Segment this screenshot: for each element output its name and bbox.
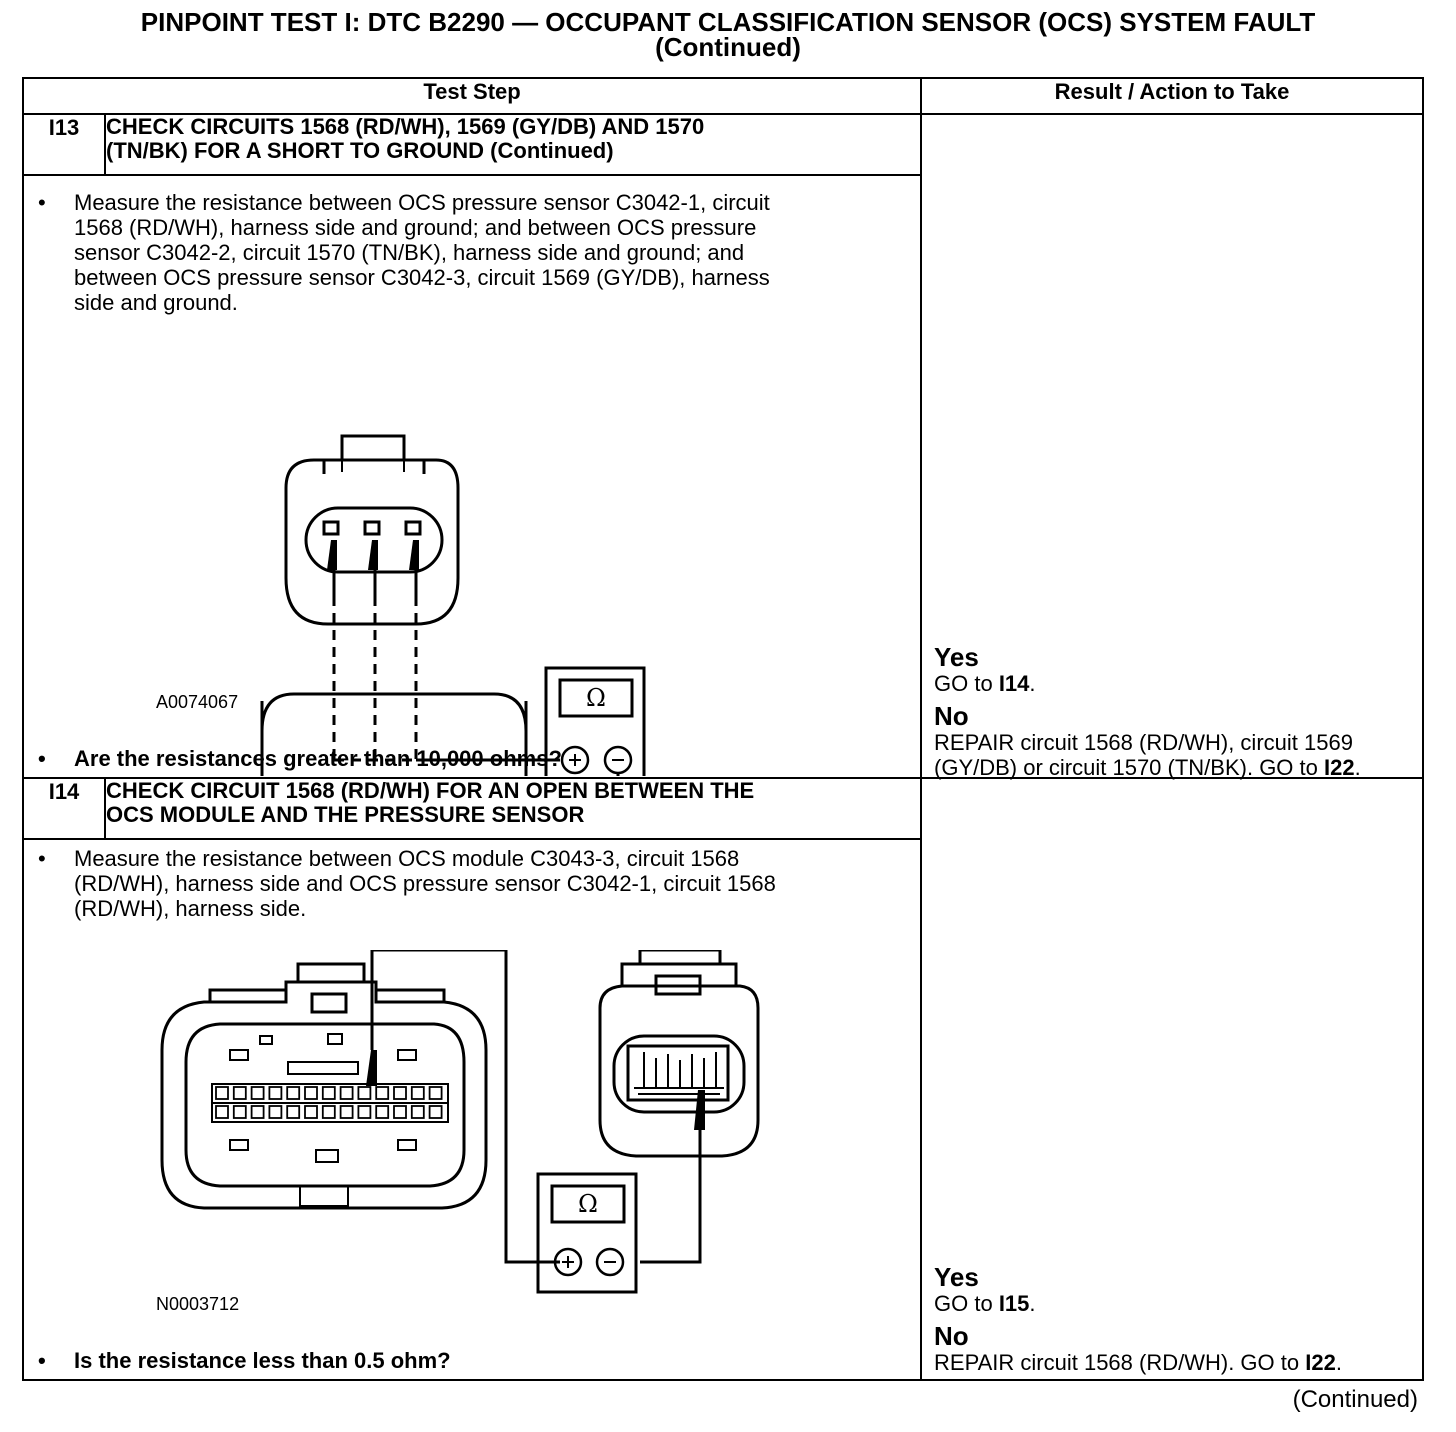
result-block: Yes GO to I14. No REPAIR circuit 1568 (R… bbox=[934, 643, 1414, 780]
title-line-2: (Continued) bbox=[655, 32, 801, 62]
instruction-list: •Measure the resistance between OCS pres… bbox=[24, 190, 804, 315]
connector-diagram-n0003712: Ω bbox=[160, 949, 760, 1294]
question-list: •Are the resistances greater than 10,000… bbox=[24, 746, 562, 771]
pinpoint-test-table: Test Step Result / Action to Take I13 CH… bbox=[21, 76, 1425, 1382]
continued-note: (Continued) bbox=[1292, 1386, 1418, 1413]
page-title: PINPOINT TEST I: DTC B2290 — OCCUPANT CL… bbox=[0, 7, 1456, 62]
connector-pin bbox=[304, 1085, 318, 1100]
instruction-item: •Measure the resistance between OCS modu… bbox=[38, 845, 776, 921]
connector-pin bbox=[375, 1085, 390, 1100]
connector-pin bbox=[357, 1104, 372, 1119]
question-item: •Are the resistances greater than 10,000… bbox=[38, 746, 562, 772]
connector-pin bbox=[321, 1085, 336, 1100]
question-list: •Is the resistance less than 0.5 ohm? bbox=[24, 1348, 451, 1373]
yes-text: GO to I15. bbox=[934, 1290, 1036, 1316]
step-number: I14 bbox=[22, 776, 106, 840]
instruction-list: •Measure the resistance between OCS modu… bbox=[24, 846, 784, 921]
connector-pin bbox=[268, 1085, 283, 1100]
step-heading-line: CHECK CIRCUITS 1568 (RD/WH), 1569 (GY/DB… bbox=[106, 114, 705, 140]
step-number: I13 bbox=[22, 113, 106, 177]
no-text: REPAIR circuit 1568 (RD/WH), circuit 156… bbox=[934, 730, 1361, 781]
step-i13-body-row: •Measure the resistance between OCS pres… bbox=[21, 174, 1423, 779]
ohm-symbol: Ω bbox=[586, 684, 606, 712]
connector-pin bbox=[250, 1085, 265, 1100]
question-item: •Is the resistance less than 0.5 ohm? bbox=[38, 1347, 451, 1373]
connector-pin bbox=[339, 1085, 354, 1100]
title-line-1: PINPOINT TEST I: DTC B2290 — OCCUPANT CL… bbox=[140, 7, 1316, 37]
instruction-item: •Measure the resistance between OCS pres… bbox=[38, 190, 770, 316]
connector-pin bbox=[357, 1085, 372, 1100]
yes-label: Yes bbox=[934, 642, 979, 673]
header-test-step: Test Step bbox=[21, 76, 923, 116]
figure-id: A0074067 bbox=[156, 692, 239, 713]
connector-pin bbox=[321, 1104, 336, 1119]
step-heading-line: OCS MODULE AND THE PRESSURE SENSOR bbox=[106, 801, 585, 827]
connector-pin bbox=[375, 1104, 390, 1119]
no-label: No bbox=[934, 1320, 969, 1351]
ohm-symbol: Ω bbox=[578, 1190, 598, 1218]
step-heading-line: CHECK CIRCUIT 1568 (RD/WH) FOR AN OPEN B… bbox=[106, 777, 755, 803]
connector-pin bbox=[428, 1104, 443, 1119]
no-text: REPAIR circuit 1568 (RD/WH). GO to I22. bbox=[934, 1349, 1342, 1375]
step-i13-body: •Measure the resistance between OCS pres… bbox=[21, 174, 923, 779]
connector-pin bbox=[428, 1085, 443, 1100]
no-label: No bbox=[934, 701, 969, 732]
header-result: Result / Action to Take bbox=[920, 76, 1425, 116]
connector-pin bbox=[393, 1104, 407, 1119]
yes-label: Yes bbox=[934, 1261, 979, 1292]
connector-pin bbox=[339, 1104, 354, 1119]
table-header-row: Test Step Result / Action to Take bbox=[21, 76, 1425, 116]
step-heading: CHECK CIRCUITS 1568 (RD/WH), 1569 (GY/DB… bbox=[103, 113, 923, 177]
connector-pin bbox=[410, 1085, 425, 1100]
step-i13-heading-row: I13 CHECK CIRCUITS 1568 (RD/WH), 1569 (G… bbox=[22, 113, 1425, 780]
connector-pin bbox=[393, 1085, 407, 1100]
connector-pin bbox=[232, 1085, 247, 1100]
connector-pin bbox=[215, 1085, 229, 1100]
connector-pin bbox=[232, 1104, 247, 1119]
figure-id: N0003712 bbox=[156, 1293, 240, 1314]
result-block: Yes GO to I15. No REPAIR circuit 1568 (R… bbox=[934, 1263, 1414, 1375]
step-heading: CHECK CIRCUIT 1568 (RD/WH) FOR AN OPEN B… bbox=[103, 776, 923, 840]
connector-pin bbox=[250, 1104, 265, 1119]
step-i14-heading-row: I14 CHECK CIRCUIT 1568 (RD/WH) FOR AN OP… bbox=[22, 776, 1425, 1382]
connector-pin bbox=[215, 1104, 229, 1119]
connector-pin bbox=[304, 1104, 318, 1119]
connector-pin bbox=[268, 1104, 283, 1119]
connector-pin bbox=[286, 1104, 301, 1119]
step-i14-result: Yes GO to I15. No REPAIR circuit 1568 (R… bbox=[920, 776, 1425, 1382]
step-i14-body: •Measure the resistance between OCS modu… bbox=[21, 837, 923, 1382]
connector-pin bbox=[286, 1085, 301, 1100]
step-i13-result: Yes GO to I14. No REPAIR circuit 1568 (R… bbox=[920, 113, 1425, 780]
step-i14-body-row: •Measure the resistance between OCS modu… bbox=[21, 837, 1423, 1382]
connector-diagram-a0074067: Ω bbox=[260, 434, 646, 777]
connector-pin bbox=[410, 1104, 425, 1119]
yes-text: GO to I14. bbox=[934, 671, 1036, 697]
step-heading-line: (TN/BK) FOR A SHORT TO GROUND (Continued… bbox=[106, 138, 614, 164]
